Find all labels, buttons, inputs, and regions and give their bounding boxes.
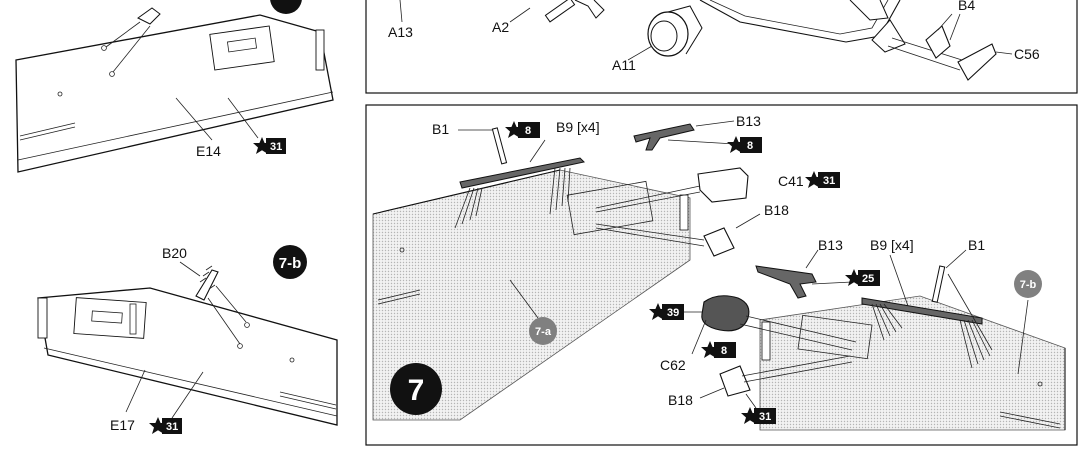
b13-gun-left <box>633 123 695 151</box>
badge-c62-below: 8 <box>701 341 736 358</box>
badge-c41: 31 <box>805 171 840 188</box>
b9-bayonet-right <box>861 297 983 325</box>
label-a11: A11 <box>612 57 636 73</box>
label-b13-right: B13 <box>818 237 843 253</box>
badge-b18-bottom: 31 <box>741 407 776 424</box>
label-b4: B4 <box>958 0 975 13</box>
sub-step-7a-circle: 7-a <box>529 317 557 345</box>
a2-part <box>544 0 605 23</box>
top-right-frame: A13 A2 A11 B4 <box>365 0 1078 94</box>
display-window-b <box>73 297 147 339</box>
b18-tag-top <box>703 227 735 257</box>
b9-leader-lines-right <box>871 303 991 369</box>
svg-text:7-b: 7-b <box>279 255 302 272</box>
svg-text:8: 8 <box>747 140 753 152</box>
svg-text:25: 25 <box>862 273 874 285</box>
sub-step-7b-circle: 7-b <box>1014 270 1042 298</box>
c62-bag <box>701 295 750 332</box>
badge-e17: 31 <box>149 417 182 434</box>
b1-rod-right <box>931 265 946 303</box>
display-window <box>209 25 275 71</box>
left-top-panel: E14 31 <box>15 0 334 173</box>
badge-e14: 31 <box>253 137 286 154</box>
b1-rod-left <box>491 127 508 165</box>
previous-step-circle <box>270 0 302 14</box>
svg-text:31: 31 <box>823 175 835 187</box>
b9-leader-lines-left <box>454 167 571 229</box>
label-a13: A13 <box>388 24 413 40</box>
svg-text:8: 8 <box>721 345 727 357</box>
b9-bayonet-left <box>459 157 586 189</box>
label-b18-top: B18 <box>764 202 789 218</box>
c56-part <box>957 43 997 81</box>
label-a2: A2 <box>492 19 509 35</box>
label-c41: C41 <box>778 173 804 189</box>
step-7-frame: B1 8 B9 [x4] B13 8 <box>365 104 1078 446</box>
badge-b13-right: 25 <box>845 269 880 286</box>
label-b9-left: B9 [x4] <box>556 119 600 135</box>
label-b1-right: B1 <box>968 237 985 253</box>
b4-part <box>925 13 961 59</box>
badge-b13-left: 8 <box>727 136 762 153</box>
label-e14: E14 <box>196 143 221 159</box>
label-b20: B20 <box>162 245 187 261</box>
b20-rack-part-top <box>105 7 161 73</box>
svg-text:39: 39 <box>667 307 679 319</box>
step-7b-circle: 7-b <box>273 245 307 279</box>
svg-text:7-b: 7-b <box>1020 279 1037 291</box>
c41-box <box>697 167 749 203</box>
svg-text:31: 31 <box>166 421 178 433</box>
left-bottom-panel: B20 7-b E17 31 <box>37 245 338 434</box>
label-c62: C62 <box>660 357 686 373</box>
label-b18-bottom: B18 <box>668 392 693 408</box>
label-b1-left: B1 <box>432 121 449 137</box>
label-e17: E17 <box>110 417 135 433</box>
a11-wheel <box>647 5 703 57</box>
svg-text:31: 31 <box>270 141 282 153</box>
b20-rack-part <box>195 265 247 345</box>
label-c56: C56 <box>1014 46 1040 62</box>
step-number: 7 <box>408 374 425 407</box>
step-number-circle: 7 <box>390 363 442 415</box>
label-b13-left: B13 <box>736 113 761 129</box>
badge-b1-left: 8 <box>505 121 540 138</box>
svg-text:8: 8 <box>525 125 531 137</box>
b13-gun-right <box>755 265 817 299</box>
badge-c62-left: 39 <box>649 303 684 320</box>
b18-tag-bottom <box>719 365 751 397</box>
svg-text:7-a: 7-a <box>535 326 552 338</box>
vehicle-chassis <box>699 0 963 71</box>
svg-text:31: 31 <box>759 411 771 423</box>
label-b9-right: B9 [x4] <box>870 237 914 253</box>
